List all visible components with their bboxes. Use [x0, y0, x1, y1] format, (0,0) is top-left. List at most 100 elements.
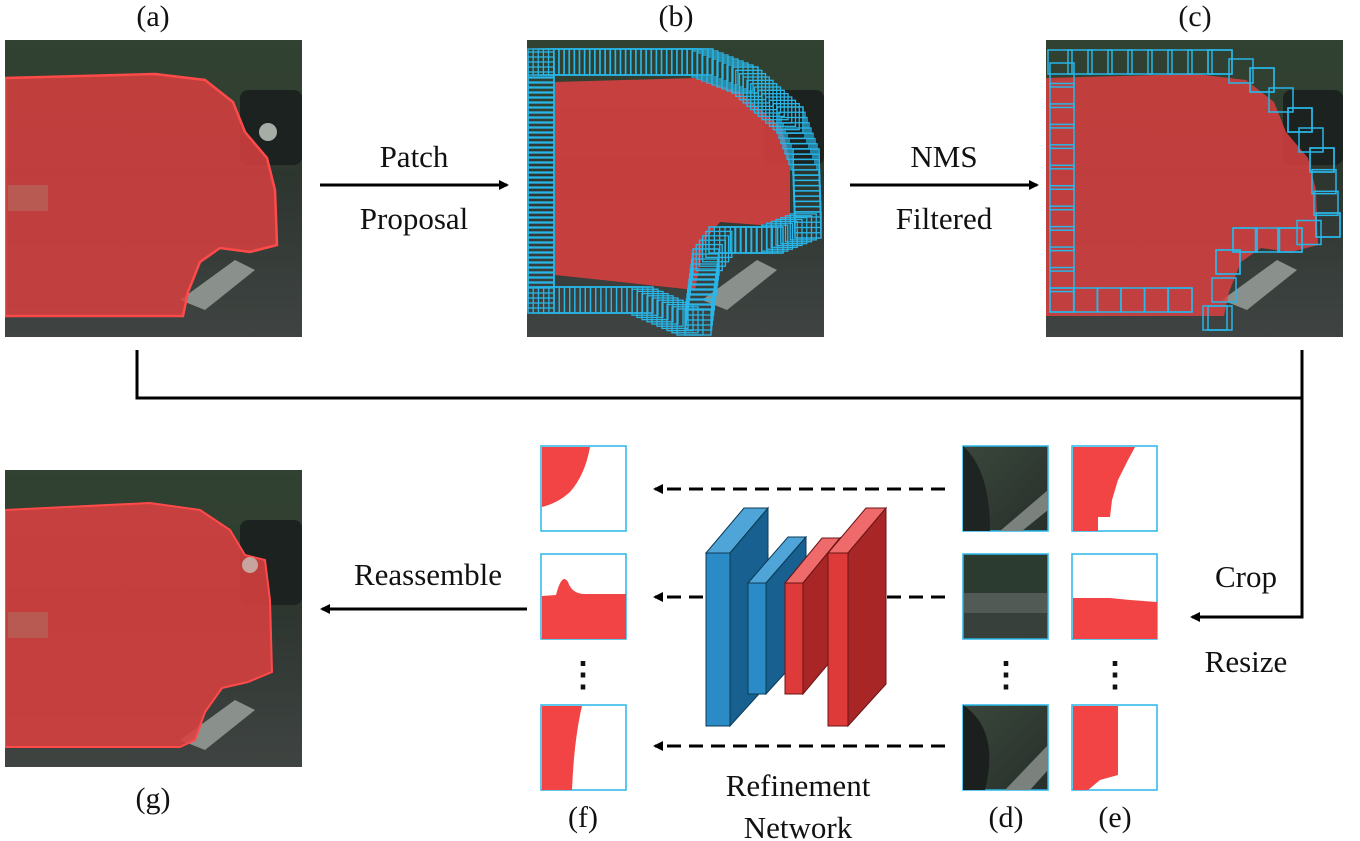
proposal-patch [631, 288, 659, 316]
filtered-patch [1254, 227, 1281, 253]
refinement-network-icon [704, 506, 888, 728]
filtered-patch [1049, 62, 1075, 88]
patch-d-1 [962, 445, 1049, 532]
proposal-patch [770, 220, 798, 249]
filtered-patch [1207, 49, 1233, 75]
filtered-patch [1049, 144, 1075, 170]
patch-f-2 [540, 553, 627, 640]
patch-e-3 [1071, 704, 1158, 791]
filtered-patch [1315, 212, 1341, 238]
filtered-patch [1202, 305, 1228, 331]
image-b-patch-proposal [527, 40, 824, 337]
label-proposal: Proposal [360, 201, 469, 236]
filtered-patch [1309, 147, 1335, 173]
connector-line [135, 350, 1302, 400]
proposal-patch [775, 218, 803, 247]
ellipsis-d: ⋮ [989, 657, 1023, 694]
proposal-patch [706, 56, 734, 84]
proposal-patch [691, 258, 719, 286]
proposal-patch [689, 268, 717, 296]
filtered-patch [1296, 219, 1322, 246]
filtered-patch [1249, 67, 1275, 93]
proposal-patch [698, 239, 727, 267]
patch-e-1 [1071, 445, 1158, 532]
image-g-refined-result [5, 470, 302, 767]
proposal-patch [656, 299, 684, 327]
image-a-coarse-mask [5, 40, 302, 337]
filtered-patch [1287, 107, 1313, 133]
proposal-patch [661, 301, 689, 330]
filtered-patch [1049, 225, 1075, 252]
proposal-patch [626, 286, 654, 314]
proposal-patch [690, 263, 718, 291]
proposal-patch [711, 58, 739, 86]
filtered-patch [1049, 246, 1075, 272]
connector-crop-arrow [1190, 350, 1304, 622]
patch-f-1 [540, 445, 627, 532]
filtered-patch [1047, 49, 1073, 75]
label-patch: Patch [380, 139, 449, 174]
panel-label-g: (g) [136, 782, 171, 815]
filtered-patch [1167, 287, 1193, 313]
filtered-patch [1167, 49, 1193, 75]
image-c-nms-filtered [1046, 40, 1343, 337]
filtered-patch [1215, 249, 1241, 275]
panel-label-e: (e) [1098, 801, 1131, 834]
proposal-patch [685, 298, 713, 326]
proposal-patch [636, 290, 664, 319]
proposal-patch [784, 215, 813, 243]
proposal-patch [794, 211, 822, 239]
proposal-patch [696, 52, 724, 80]
patch-f-3 [540, 704, 627, 791]
filtered-patch [1107, 49, 1133, 75]
proposal-patch [772, 103, 800, 131]
label-network: Network [744, 810, 853, 841]
panel-label-d: (d) [989, 801, 1024, 834]
label-nms: NMS [910, 139, 977, 174]
label-crop: Crop [1215, 559, 1277, 594]
filtered-patch [1049, 184, 1075, 211]
proposal-patch [688, 278, 716, 306]
filtered-patch [1049, 266, 1075, 293]
proposal-patch [676, 308, 704, 336]
proposal-patch [701, 54, 729, 82]
filtered-patch [1049, 205, 1075, 231]
proposal-patch [780, 216, 808, 245]
patch-column-f [540, 445, 627, 791]
filtered-patch [1049, 82, 1075, 109]
label-filtered: Filtered [896, 201, 993, 236]
panel-label-b: (b) [659, 0, 694, 33]
filtered-patch [1049, 103, 1075, 129]
panel-label-a: (a) [136, 0, 169, 33]
proposal-patch [692, 248, 720, 276]
filtered-patch [1228, 58, 1254, 84]
patch-e-2 [1071, 553, 1158, 640]
proposal-patch [686, 48, 714, 76]
filtered-patch [1232, 227, 1258, 253]
filtered-patch [1298, 127, 1324, 153]
patch-d-3 [962, 704, 1049, 791]
panel-label-c: (c) [1178, 0, 1211, 33]
patch-d-2 [962, 553, 1049, 640]
proposal-patch [721, 62, 749, 90]
patch-column-e [1071, 445, 1158, 791]
filtered-patch [1049, 123, 1075, 150]
filtered-patch [1067, 49, 1093, 75]
filtered-patch [1268, 87, 1294, 113]
label-resize: Resize [1205, 644, 1288, 679]
proposal-patch [671, 306, 699, 334]
proposal-patch [691, 253, 719, 281]
proposal-patch [789, 213, 817, 241]
patch-column-d [962, 445, 1049, 791]
filtered-patch [1127, 49, 1153, 75]
proposal-patch [666, 303, 694, 332]
proposal-patch [687, 283, 715, 311]
panel-label-f: (f) [568, 801, 598, 834]
proposal-patch [646, 295, 674, 323]
label-reassemble: Reassemble [354, 557, 502, 592]
proposal-patch [695, 243, 723, 272]
label-refinement: Refinement [726, 768, 871, 803]
filtered-patch [1049, 164, 1075, 191]
filtered-patch [1311, 168, 1337, 195]
